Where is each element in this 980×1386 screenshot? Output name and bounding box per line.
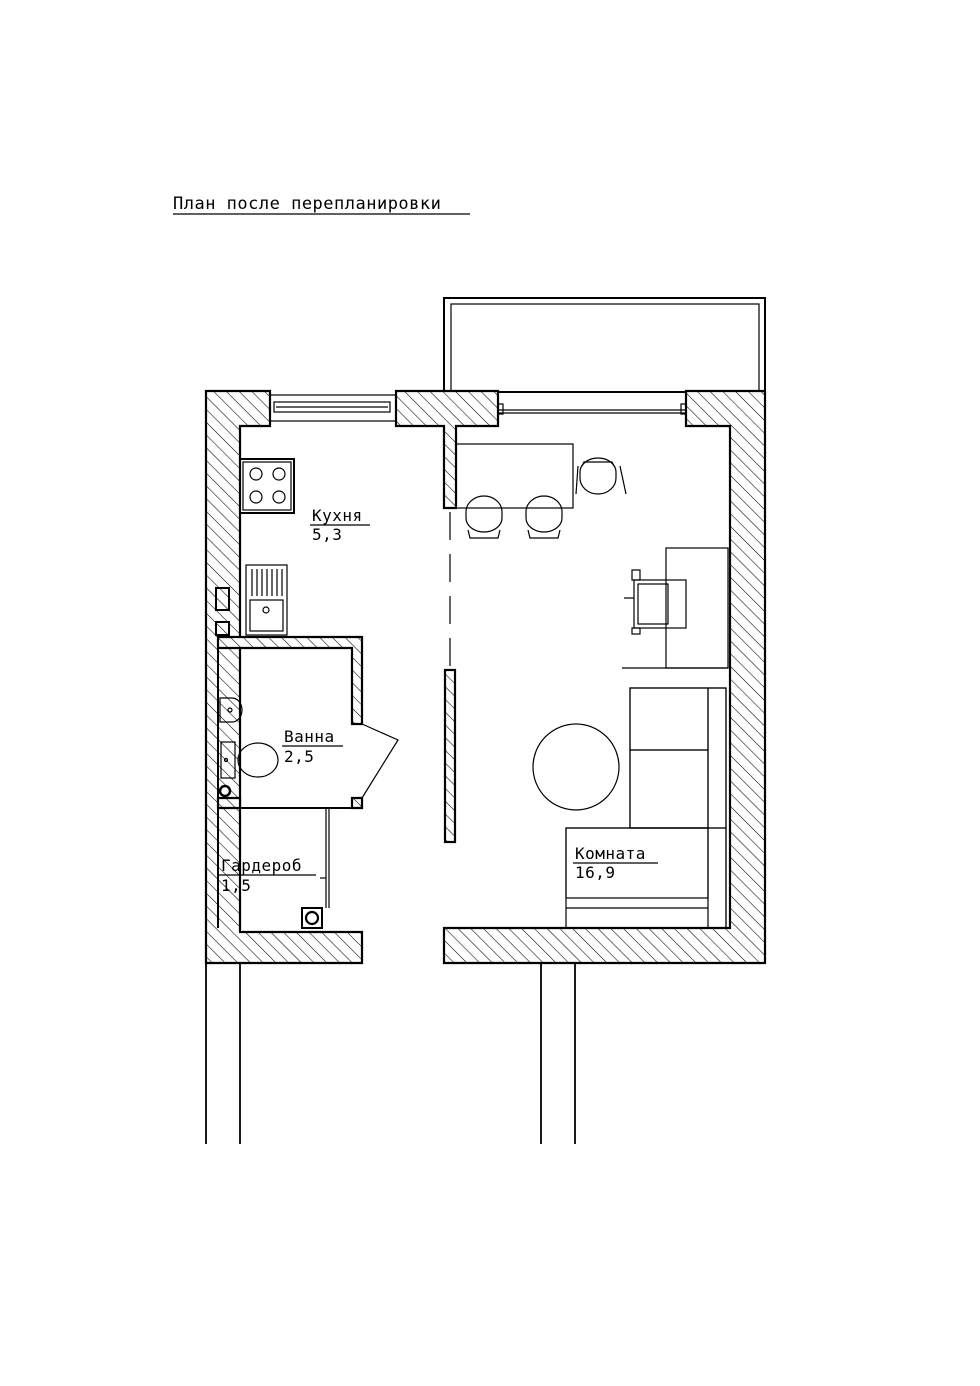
room-label: Комната 16,9 (573, 844, 658, 882)
wardrobe-door (320, 808, 330, 908)
bathroom-door (361, 723, 399, 799)
bathroom-washbasin (219, 697, 243, 723)
dining-chair (575, 457, 627, 495)
wall-outlets (215, 587, 230, 636)
stove (239, 458, 295, 514)
plan-title: План после перепланировки (173, 194, 441, 214)
desk (622, 547, 729, 669)
wardrobe-area: 1,5 (221, 876, 251, 895)
toilet (220, 741, 279, 779)
balcony-door (497, 403, 687, 415)
dining-table (455, 443, 574, 509)
bath-label: Ванна 2,5 (282, 727, 343, 766)
kitchen-area: 5,3 (312, 525, 342, 544)
bath-area: 2,5 (284, 747, 314, 766)
extension-lines (205, 963, 576, 1144)
corner-sofa (565, 687, 727, 929)
bath-name: Ванна (284, 727, 335, 746)
kitchen-name: Кухня (312, 506, 363, 525)
kitchen-window (269, 394, 397, 422)
kitchen-label: Кухня 5,3 (310, 506, 370, 544)
room-area: 16,9 (575, 863, 616, 882)
wardrobe-utility-box (301, 907, 323, 929)
round-table (532, 723, 620, 811)
kitchen-sink (245, 564, 288, 636)
wardrobe-label: Гардероб 1,5 (219, 856, 316, 895)
dining-chair (465, 495, 503, 539)
office-chair (624, 569, 687, 635)
balcony (443, 297, 766, 393)
wardrobe-name: Гардероб (221, 856, 302, 875)
room-name: Комната (575, 844, 646, 863)
dining-chair (525, 495, 563, 539)
exterior-walls (204, 389, 767, 965)
bathroom-drain (218, 784, 232, 798)
interior-walls (216, 635, 457, 928)
